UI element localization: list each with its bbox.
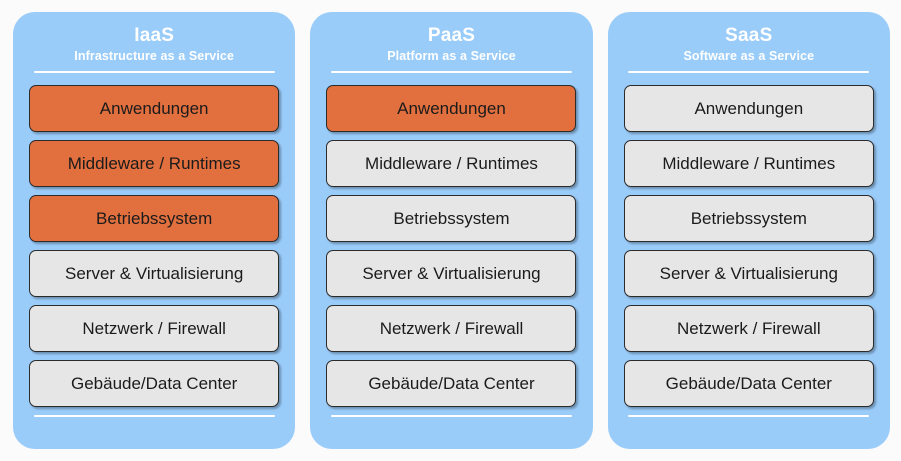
layer-box[interactable]: Gebäude/Data Center — [29, 360, 280, 407]
layer-box[interactable]: Server & Virtualisierung — [326, 250, 577, 297]
footer-divider — [628, 415, 870, 417]
panel-subtitle: Software as a Service — [683, 49, 815, 63]
layer-box[interactable]: Middleware / Runtimes — [326, 140, 577, 187]
layer-box[interactable]: Middleware / Runtimes — [29, 140, 280, 187]
service-model-panel-paas[interactable]: PaaS Platform as a Service Anwendungen M… — [310, 12, 593, 449]
panel-subtitle: Platform as a Service — [387, 49, 516, 63]
layer-box[interactable]: Betriebssystem — [623, 195, 874, 242]
layer-box[interactable]: Anwendungen — [29, 85, 280, 132]
panel-title: IaaS — [134, 25, 175, 46]
header-divider — [33, 71, 275, 73]
service-model-panel-saas[interactable]: SaaS Software as a Service Anwendungen M… — [607, 12, 890, 449]
header-divider — [330, 71, 572, 73]
footer-divider — [33, 415, 275, 417]
layer-stack: Anwendungen Middleware / Runtimes Betrie… — [608, 73, 890, 407]
layer-box[interactable]: Betriebssystem — [29, 195, 280, 242]
layer-box[interactable]: Netzwerk / Firewall — [326, 305, 577, 352]
layer-box[interactable]: Server & Virtualisierung — [29, 250, 280, 297]
panel-header: SaaS Software as a Service — [608, 12, 890, 73]
layer-stack: Anwendungen Middleware / Runtimes Betrie… — [310, 73, 592, 407]
layer-box[interactable]: Betriebssystem — [326, 195, 577, 242]
panel-header: PaaS Platform as a Service — [310, 12, 592, 73]
panel-title: SaaS — [725, 25, 773, 46]
layer-box[interactable]: Netzwerk / Firewall — [623, 305, 874, 352]
layer-box[interactable]: Gebäude/Data Center — [326, 360, 577, 407]
panel-title: PaaS — [427, 25, 476, 46]
header-divider — [628, 71, 870, 73]
panel-subtitle: Infrastructure as a Service — [74, 49, 235, 63]
panel-header: IaaS Infrastructure as a Service — [13, 12, 295, 73]
layer-box[interactable]: Netzwerk / Firewall — [29, 305, 280, 352]
service-model-panels: IaaS Infrastructure as a Service Anwendu… — [13, 12, 890, 449]
service-model-panel-iaas[interactable]: IaaS Infrastructure as a Service Anwendu… — [13, 12, 296, 449]
layer-box[interactable]: Middleware / Runtimes — [623, 140, 874, 187]
layer-box[interactable]: Server & Virtualisierung — [623, 250, 874, 297]
layer-box[interactable]: Gebäude/Data Center — [623, 360, 874, 407]
footer-divider — [330, 415, 572, 417]
layer-box[interactable]: Anwendungen — [326, 85, 577, 132]
layer-stack: Anwendungen Middleware / Runtimes Betrie… — [13, 73, 295, 407]
layer-box[interactable]: Anwendungen — [623, 85, 874, 132]
